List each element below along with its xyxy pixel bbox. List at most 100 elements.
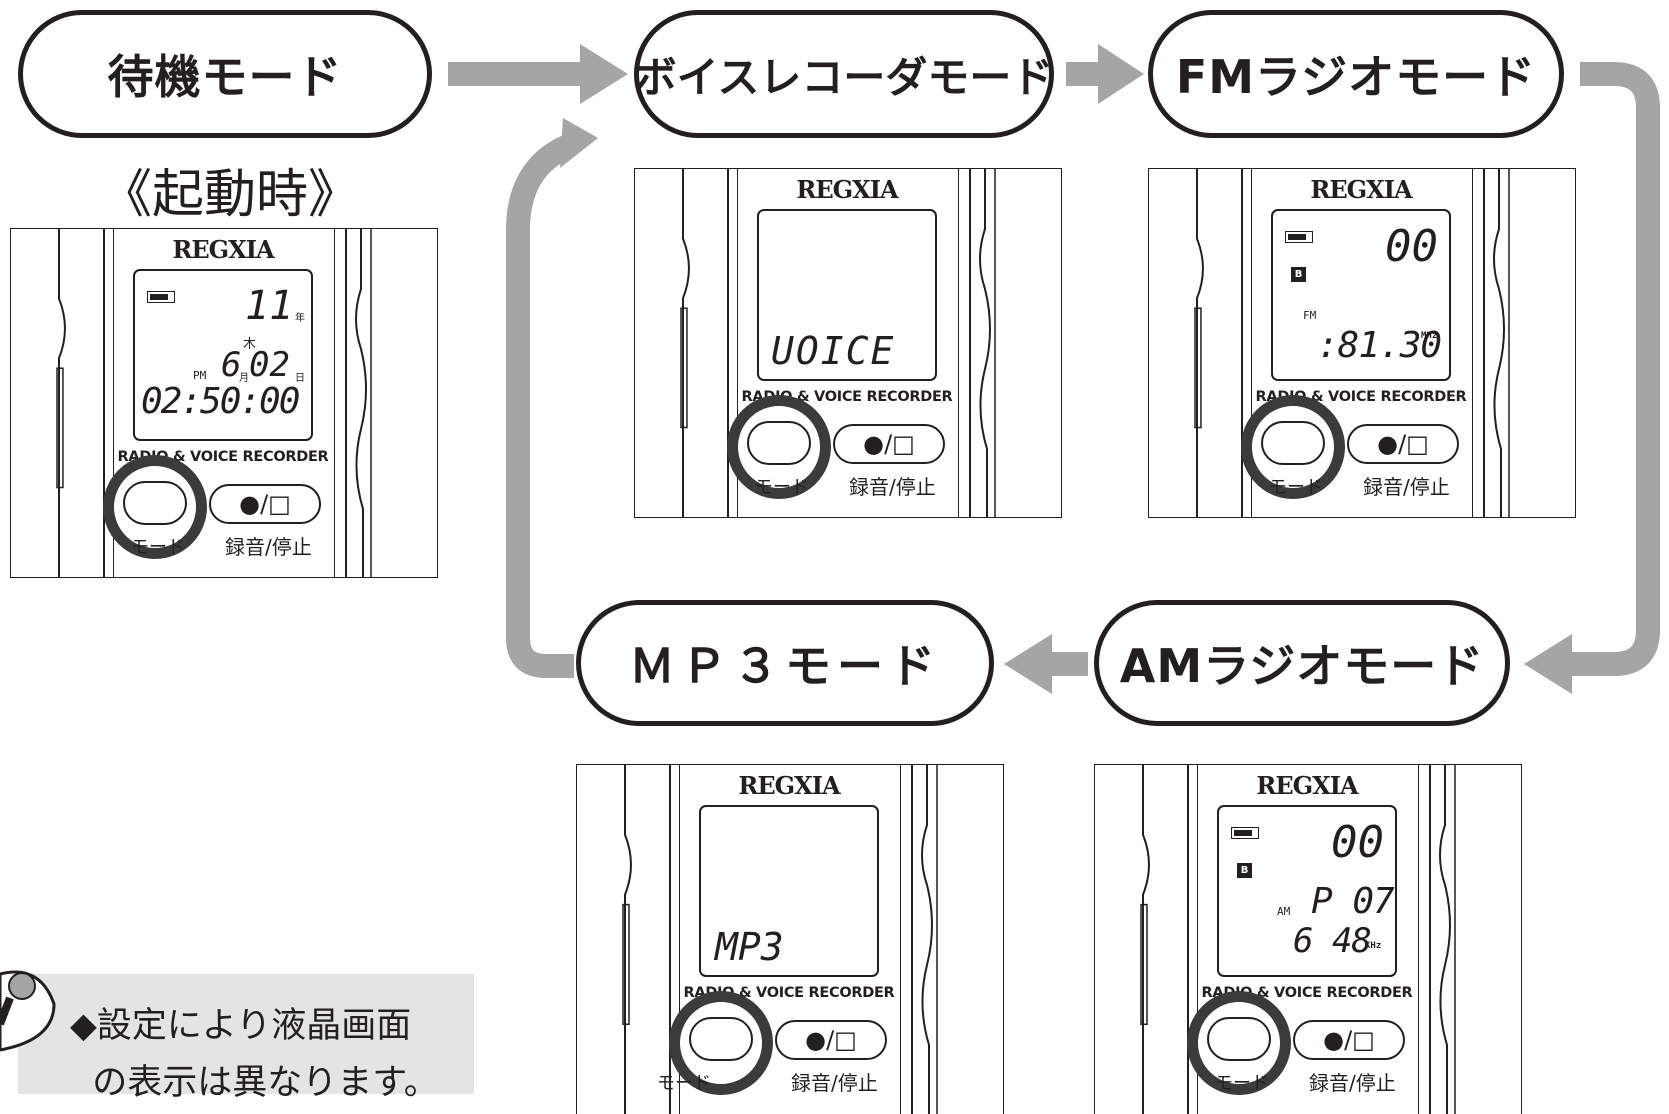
brand-logo: REGXIA [1310, 175, 1412, 204]
mode-button-label: モード [1215, 1073, 1269, 1094]
lcd-mp3-text: MP3 [715, 925, 784, 969]
device-side-right [355, 229, 372, 577]
mode-button-label: モード [1269, 477, 1323, 498]
device-am: REGXIA 00 B AM P 07 6 48 KHz RADIO & VOI… [1094, 764, 1522, 1114]
record-stop-label: 録音/停止 [791, 1071, 878, 1095]
lcd-ampm: PM [193, 369, 207, 382]
record-stop-symbol: ●/□ [805, 1026, 857, 1054]
mode-fm-pill: FMラジオモード [1148, 10, 1564, 138]
lcd-voice-text: UOICE [771, 329, 896, 373]
record-stop-button[interactable]: ●/□ [775, 1020, 887, 1060]
lcd-weekday: 木 [243, 337, 257, 352]
record-stop-label: 録音/停止 [849, 475, 936, 499]
device-body [1187, 765, 1431, 1114]
mode-voice-label: ボイスレコーダモード [634, 52, 1054, 102]
mode-button-highlight [1241, 395, 1345, 499]
brand-logo: REGXIA [738, 771, 840, 800]
record-stop-button[interactable]: ●/□ [1293, 1020, 1405, 1060]
battery-icon [1285, 231, 1313, 243]
brand-logo: REGXIA [796, 175, 898, 204]
mode-button-highlight [1187, 991, 1291, 1095]
device-body [103, 229, 347, 577]
lcd-fm-unit: MHz [1421, 331, 1438, 341]
lcd-screen: MP3 [699, 805, 879, 977]
record-stop-label: 録音/停止 [225, 535, 312, 559]
device-face [1251, 169, 1473, 517]
arrow-voice-to-fm [1066, 62, 1100, 86]
record-stop-label: 録音/停止 [1363, 475, 1450, 499]
lcd-fm-preset: 00 [1385, 221, 1438, 272]
device-fm: REGXIA 00 B FM :81.30 MHz RADIO & VOICE … [1148, 168, 1576, 518]
mode-am-label: AMラジオモード [1119, 639, 1485, 693]
arrowhead-voice-to-fm [1098, 44, 1144, 104]
device-side-right [979, 169, 996, 517]
brand-logo: REGXIA [1256, 771, 1358, 800]
lcd-day: 02 [249, 345, 290, 385]
lcd-am-band: AM [1277, 905, 1291, 918]
lcd-screen: 11 年 木 PM 6 月 02 日 02:50:00 [133, 269, 313, 441]
microphone-icon [0, 970, 56, 1052]
arrowhead-am-to-mp3 [1004, 634, 1052, 694]
lcd-am-unit: KHz [1365, 941, 1382, 951]
arrow-fm-to-am [1568, 62, 1660, 676]
mode-button-highlight [669, 991, 773, 1095]
note-text: ◆設定により液晶画面 の表示は異なります。 [70, 1006, 439, 1103]
lcd-month-unit: 月 [239, 373, 249, 384]
lcd-day-unit: 日 [295, 373, 305, 384]
lcd-fm-freq: :81.30 [1317, 325, 1442, 366]
mode-button-label: モード [755, 477, 809, 498]
mode-voice-pill: ボイスレコーダモード [634, 10, 1054, 138]
device-side-right [921, 765, 938, 1114]
record-stop-symbol: ●/□ [1323, 1026, 1375, 1054]
record-stop-symbol: ●/□ [239, 490, 291, 518]
lcd-screen: 00 B AM P 07 6 48 KHz [1217, 805, 1397, 977]
lcd-screen: UOICE [757, 209, 937, 381]
device-body [669, 765, 913, 1114]
lcd-am-freq: 6 48 [1293, 921, 1372, 961]
record-stop-label: 録音/停止 [1309, 1071, 1396, 1095]
mode-standby-pill: 待機モード [18, 10, 432, 138]
record-stop-symbol: ●/□ [863, 430, 915, 458]
mode-mp3-pill: ＭＰ３モード [576, 600, 994, 726]
mode-standby-label: 待機モード [107, 50, 343, 104]
lcd-screen: 00 B FM :81.30 MHz [1271, 209, 1451, 381]
arrowhead-mp3-to-voice [560, 118, 598, 168]
lcd-am-channel: P 07 [1311, 881, 1395, 922]
device-face [113, 229, 335, 577]
device-side-edge [1194, 169, 1204, 517]
device-face [1197, 765, 1419, 1114]
record-stop-symbol: ●/□ [1377, 430, 1429, 458]
record-stop-button[interactable]: ●/□ [1347, 424, 1459, 464]
record-stop-button[interactable]: ●/□ [209, 484, 321, 524]
mode-button-label: モード [131, 537, 185, 558]
note-box [18, 974, 474, 1094]
device-body [1241, 169, 1485, 517]
mode-fm-label: FMラジオモード [1175, 50, 1537, 104]
device-side-edge [680, 169, 690, 517]
record-stop-button[interactable]: ●/□ [833, 424, 945, 464]
lcd-month: 6 [221, 345, 242, 385]
device-face [679, 765, 901, 1114]
arrow-standby-to-voice [448, 62, 584, 86]
device-standby: REGXIA 11 年 木 PM 6 月 02 日 02:50:00 RADIO… [10, 228, 438, 578]
mode-button-highlight [727, 395, 831, 499]
device-face [737, 169, 959, 517]
device-side-edge [622, 765, 632, 1114]
device-side-right [1439, 765, 1456, 1114]
arrowhead-standby-to-voice [580, 44, 628, 104]
startup-label: 《起動時》 [100, 165, 361, 225]
battery-icon [147, 291, 175, 303]
lcd-year: 11 [245, 283, 294, 329]
lcd-year-unit: 年 [295, 313, 305, 324]
battery-icon [1231, 827, 1259, 839]
lcd-b-badge: B [1291, 267, 1306, 282]
lcd-time: 02:50:00 [141, 381, 300, 422]
arrow-mp3-to-voice [506, 135, 574, 678]
device-side-right [1493, 169, 1510, 517]
device-side-edge [56, 229, 66, 577]
device-body [727, 169, 971, 517]
lcd-b-badge: B [1237, 863, 1252, 878]
mode-button-label: モード [657, 1073, 711, 1094]
mode-button-highlight [103, 455, 207, 559]
arrow-am-to-mp3 [1048, 652, 1088, 676]
